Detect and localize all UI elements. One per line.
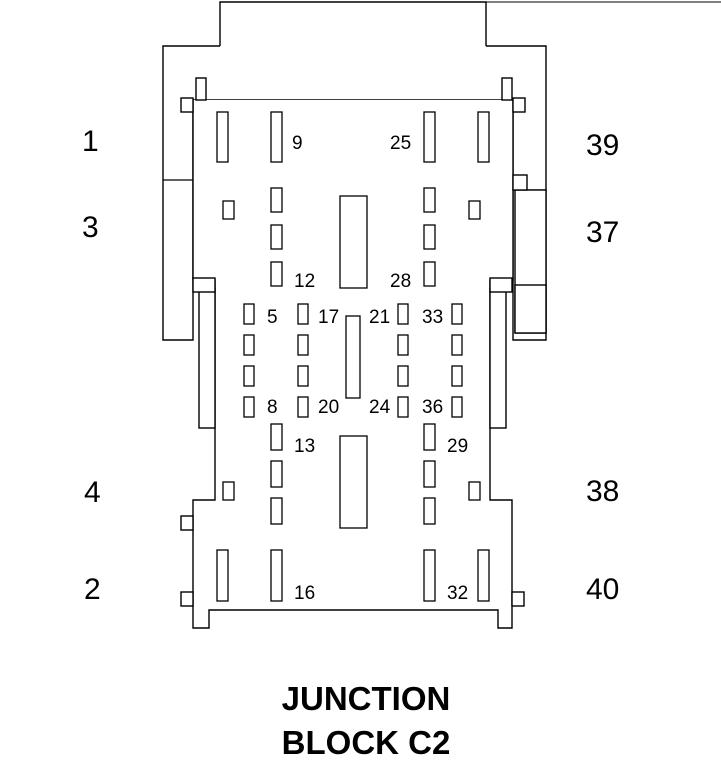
pin-label-28: 28 bbox=[390, 271, 411, 292]
pin-label-3: 3 bbox=[82, 211, 99, 244]
pin-label-20: 20 bbox=[318, 397, 339, 418]
pin-label-25: 25 bbox=[390, 133, 411, 154]
pin-label-39: 39 bbox=[586, 129, 619, 162]
pin-label-4: 4 bbox=[84, 476, 101, 509]
pin-label-12: 12 bbox=[294, 271, 315, 292]
pin-label-8: 8 bbox=[267, 397, 278, 418]
pin-cavities bbox=[216, 111, 490, 602]
pin-label-36: 36 bbox=[422, 397, 443, 418]
pin-label-5: 5 bbox=[267, 307, 278, 328]
pin-label-2: 2 bbox=[84, 573, 101, 606]
pin-label-40: 40 bbox=[586, 573, 619, 606]
pin-label-17: 17 bbox=[318, 307, 339, 328]
pin-label-16: 16 bbox=[294, 583, 315, 604]
pin-label-13: 13 bbox=[294, 436, 315, 457]
pin-label-9: 9 bbox=[292, 133, 303, 154]
pin-label-32: 32 bbox=[447, 583, 468, 604]
pin-label-33: 33 bbox=[422, 307, 443, 328]
pin-label-37: 37 bbox=[586, 216, 619, 249]
pin-label-29: 29 bbox=[447, 436, 468, 457]
diagram-title-line-2: BLOCK C2 bbox=[282, 724, 451, 761]
pin-label-1: 1 bbox=[82, 125, 99, 158]
diagram-title-line-1: JUNCTION bbox=[282, 680, 451, 717]
pin-label-21: 21 bbox=[369, 307, 390, 328]
pin-label-24: 24 bbox=[369, 397, 391, 418]
pin-label-38: 38 bbox=[586, 475, 619, 508]
